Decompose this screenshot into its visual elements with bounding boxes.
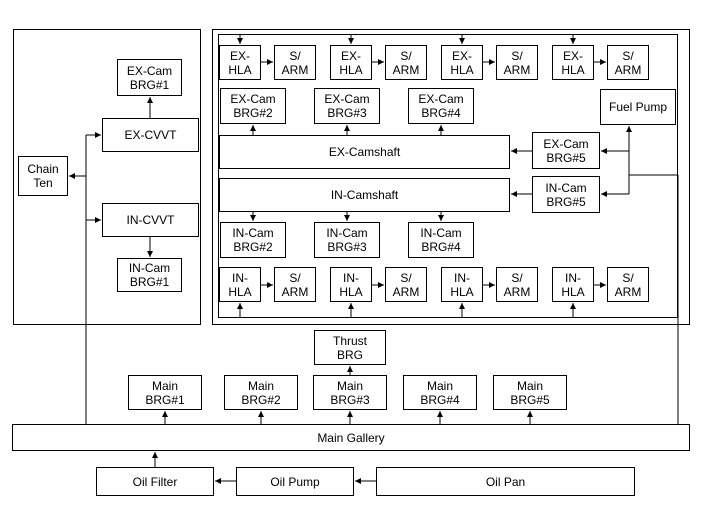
- ex-camshaft: EX-Camshaft: [219, 135, 510, 169]
- oil-pan: Oil Pan: [376, 467, 635, 496]
- thrust-brg: Thrust BRG: [314, 330, 386, 365]
- s-arm-in-4: S/ ARM: [607, 267, 649, 302]
- main-gallery: Main Gallery: [12, 424, 690, 451]
- s-arm-ex-1: S/ ARM: [274, 45, 316, 80]
- s-arm-in-3: S/ ARM: [496, 267, 538, 302]
- chain-tensioner: Chain Ten: [18, 156, 68, 196]
- in-cam-brg4: IN-Cam BRG#4: [408, 222, 474, 258]
- ex-hla-3: EX- HLA: [441, 45, 483, 80]
- main-brg5: Main BRG#5: [493, 375, 567, 410]
- main-brg4: Main BRG#4: [403, 375, 477, 410]
- main-brg1: Main BRG#1: [128, 375, 202, 410]
- fuel-pump: Fuel Pump: [600, 89, 676, 125]
- s-arm-in-2: S/ ARM: [385, 267, 427, 302]
- s-arm-ex-4: S/ ARM: [607, 45, 649, 80]
- in-cam-brg1: IN-Cam BRG#1: [117, 258, 182, 292]
- ex-cam-brg4: EX-Cam BRG#4: [408, 88, 474, 124]
- main-brg2: Main BRG#2: [224, 375, 298, 410]
- in-cvvt: IN-CVVT: [102, 203, 199, 237]
- s-arm-ex-3: S/ ARM: [496, 45, 538, 80]
- in-hla-2: IN- HLA: [330, 267, 372, 302]
- ex-hla-4: EX- HLA: [552, 45, 594, 80]
- oil-pump: Oil Pump: [236, 467, 354, 496]
- s-arm-in-1: S/ ARM: [274, 267, 316, 302]
- ex-cvvt: EX-CVVT: [102, 118, 199, 152]
- ex-hla-2: EX- HLA: [330, 45, 372, 80]
- main-brg3: Main BRG#3: [313, 375, 387, 410]
- in-cam-brg5: IN-Cam BRG#5: [532, 176, 600, 213]
- in-hla-1: IN- HLA: [219, 267, 261, 302]
- ex-cam-brg5: EX-Cam BRG#5: [532, 132, 600, 169]
- cylinder-head-section: [212, 29, 690, 325]
- oil-filter: Oil Filter: [96, 467, 214, 496]
- in-hla-3: IN- HLA: [441, 267, 483, 302]
- in-cam-brg3: IN-Cam BRG#3: [314, 222, 380, 258]
- ex-cam-brg2: EX-Cam BRG#2: [220, 88, 286, 124]
- s-arm-ex-2: S/ ARM: [385, 45, 427, 80]
- timing-chain-section: [13, 29, 201, 325]
- in-hla-4: IN- HLA: [552, 267, 594, 302]
- in-cam-brg2: IN-Cam BRG#2: [220, 222, 286, 258]
- ex-hla-1: EX- HLA: [219, 45, 261, 80]
- in-camshaft: IN-Camshaft: [219, 178, 510, 212]
- ex-cam-brg1: EX-Cam BRG#1: [117, 59, 182, 96]
- ex-cam-brg3: EX-Cam BRG#3: [314, 88, 380, 124]
